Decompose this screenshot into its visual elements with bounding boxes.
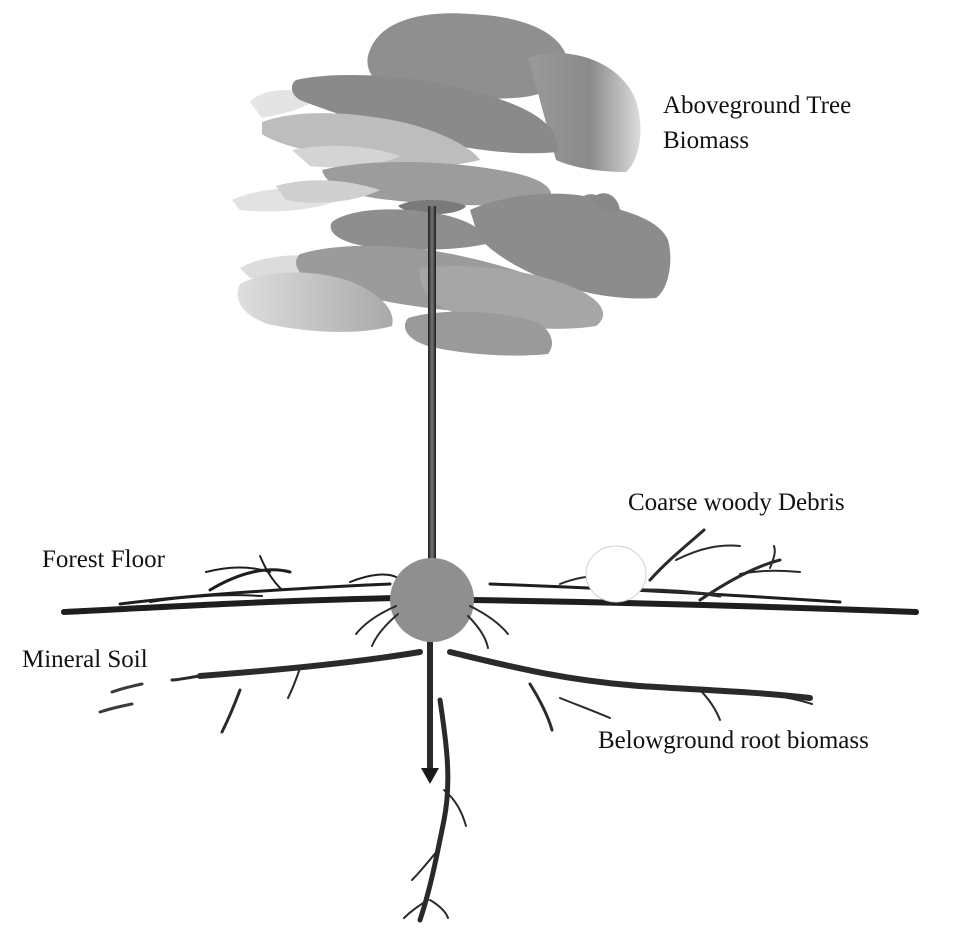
aboveground-label-line2: Biomass xyxy=(663,123,851,158)
belowground-root-biomass-label: Belowground root biomass xyxy=(598,723,869,758)
belowground-roots xyxy=(172,606,812,920)
root-hub xyxy=(390,558,474,642)
tree-canopy xyxy=(232,13,670,355)
mineral-soil-label: Mineral Soil xyxy=(22,642,148,677)
stray-debris-marks xyxy=(100,684,142,712)
aboveground-label-line1: Aboveground Tree xyxy=(663,88,851,123)
aboveground-tree-biomass-label: Aboveground Tree Biomass xyxy=(663,88,851,158)
forest-floor-line xyxy=(64,556,916,612)
coarse-woody-debris-label: Coarse woody Debris xyxy=(628,485,845,520)
forest-floor-label: Forest Floor xyxy=(42,542,165,577)
debris-log-end xyxy=(586,546,646,602)
